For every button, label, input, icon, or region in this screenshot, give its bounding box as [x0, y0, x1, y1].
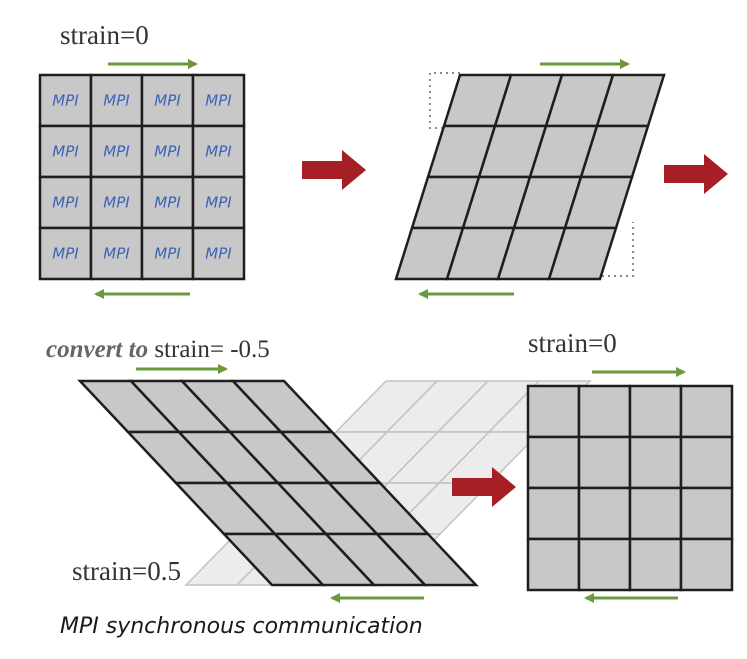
- grid4-cell: [628, 537, 683, 592]
- strain-label-top-left: strain=0: [60, 20, 149, 50]
- grid4-cell: [679, 384, 734, 439]
- convert-emphasis: convert to: [46, 336, 148, 363]
- mpi-cell-label: MPI: [205, 194, 232, 212]
- convert-label: convert to strain= -0.5: [46, 336, 270, 363]
- grid4-cell: [526, 384, 581, 439]
- strain-label-bottom-right: strain=0: [528, 328, 617, 358]
- grid4-cell: [526, 435, 581, 490]
- mpi-cell-label: MPI: [52, 143, 79, 161]
- ghost-outline-left: [429, 72, 460, 129]
- mpi-cell-label: MPI: [52, 92, 79, 110]
- square-grid-final: [526, 384, 734, 592]
- grid4-cell: [577, 486, 632, 541]
- convert-strain-value: strain= -0.5: [148, 336, 270, 363]
- grid4-cell: [577, 384, 632, 439]
- grid4-cell: [679, 486, 734, 541]
- mpi-cell-label: MPI: [205, 92, 232, 110]
- mpi-cell-label: MPI: [154, 194, 181, 212]
- mpi-cell-label: MPI: [103, 92, 130, 110]
- grid4-cell: [679, 537, 734, 592]
- grid4-cell: [577, 435, 632, 490]
- grid2-cell: [547, 226, 618, 281]
- mpi-cell-label: MPI: [205, 245, 232, 263]
- grid4-cell: [526, 486, 581, 541]
- mpi-cell-label: MPI: [103, 245, 130, 263]
- sheared-grid-forward: [394, 72, 666, 281]
- grid4-cell: [628, 435, 683, 490]
- caption: MPI synchronous communication: [60, 614, 423, 639]
- grid4-cell: [577, 537, 632, 592]
- mpi-cell-label: MPI: [154, 92, 181, 110]
- mpi-cell-label: MPI: [103, 143, 130, 161]
- grid4-cell: [526, 537, 581, 592]
- sheared-grid-backward: [77, 379, 479, 587]
- ghost-outline-right: [602, 222, 634, 277]
- grid4-cell: [628, 384, 683, 439]
- mpi-cell-label: MPI: [154, 143, 181, 161]
- mpi-cell-label: MPI: [52, 194, 79, 212]
- grid3-cell: [374, 532, 479, 587]
- strain-label-lower: strain=0.5: [72, 556, 181, 586]
- flow-arrow-icon-3: [452, 467, 516, 507]
- grid4-cell: [679, 435, 734, 490]
- grid1-cell: [191, 226, 246, 281]
- mpi-cell-label: MPI: [205, 143, 232, 161]
- flow-arrow-icon-2: [664, 154, 728, 194]
- mpi-cell-label: MPI: [154, 245, 181, 263]
- grid4-cell: [628, 486, 683, 541]
- square-grid-mpi: MPI MPI MPI MPI MPI MPI MPI MPI MPI MPI MPI MPI MPI M…: [38, 73, 246, 281]
- flow-arrow-icon-1: [302, 150, 366, 190]
- mpi-cell-label: MPI: [103, 194, 130, 212]
- mpi-cell-label: MPI: [52, 245, 79, 263]
